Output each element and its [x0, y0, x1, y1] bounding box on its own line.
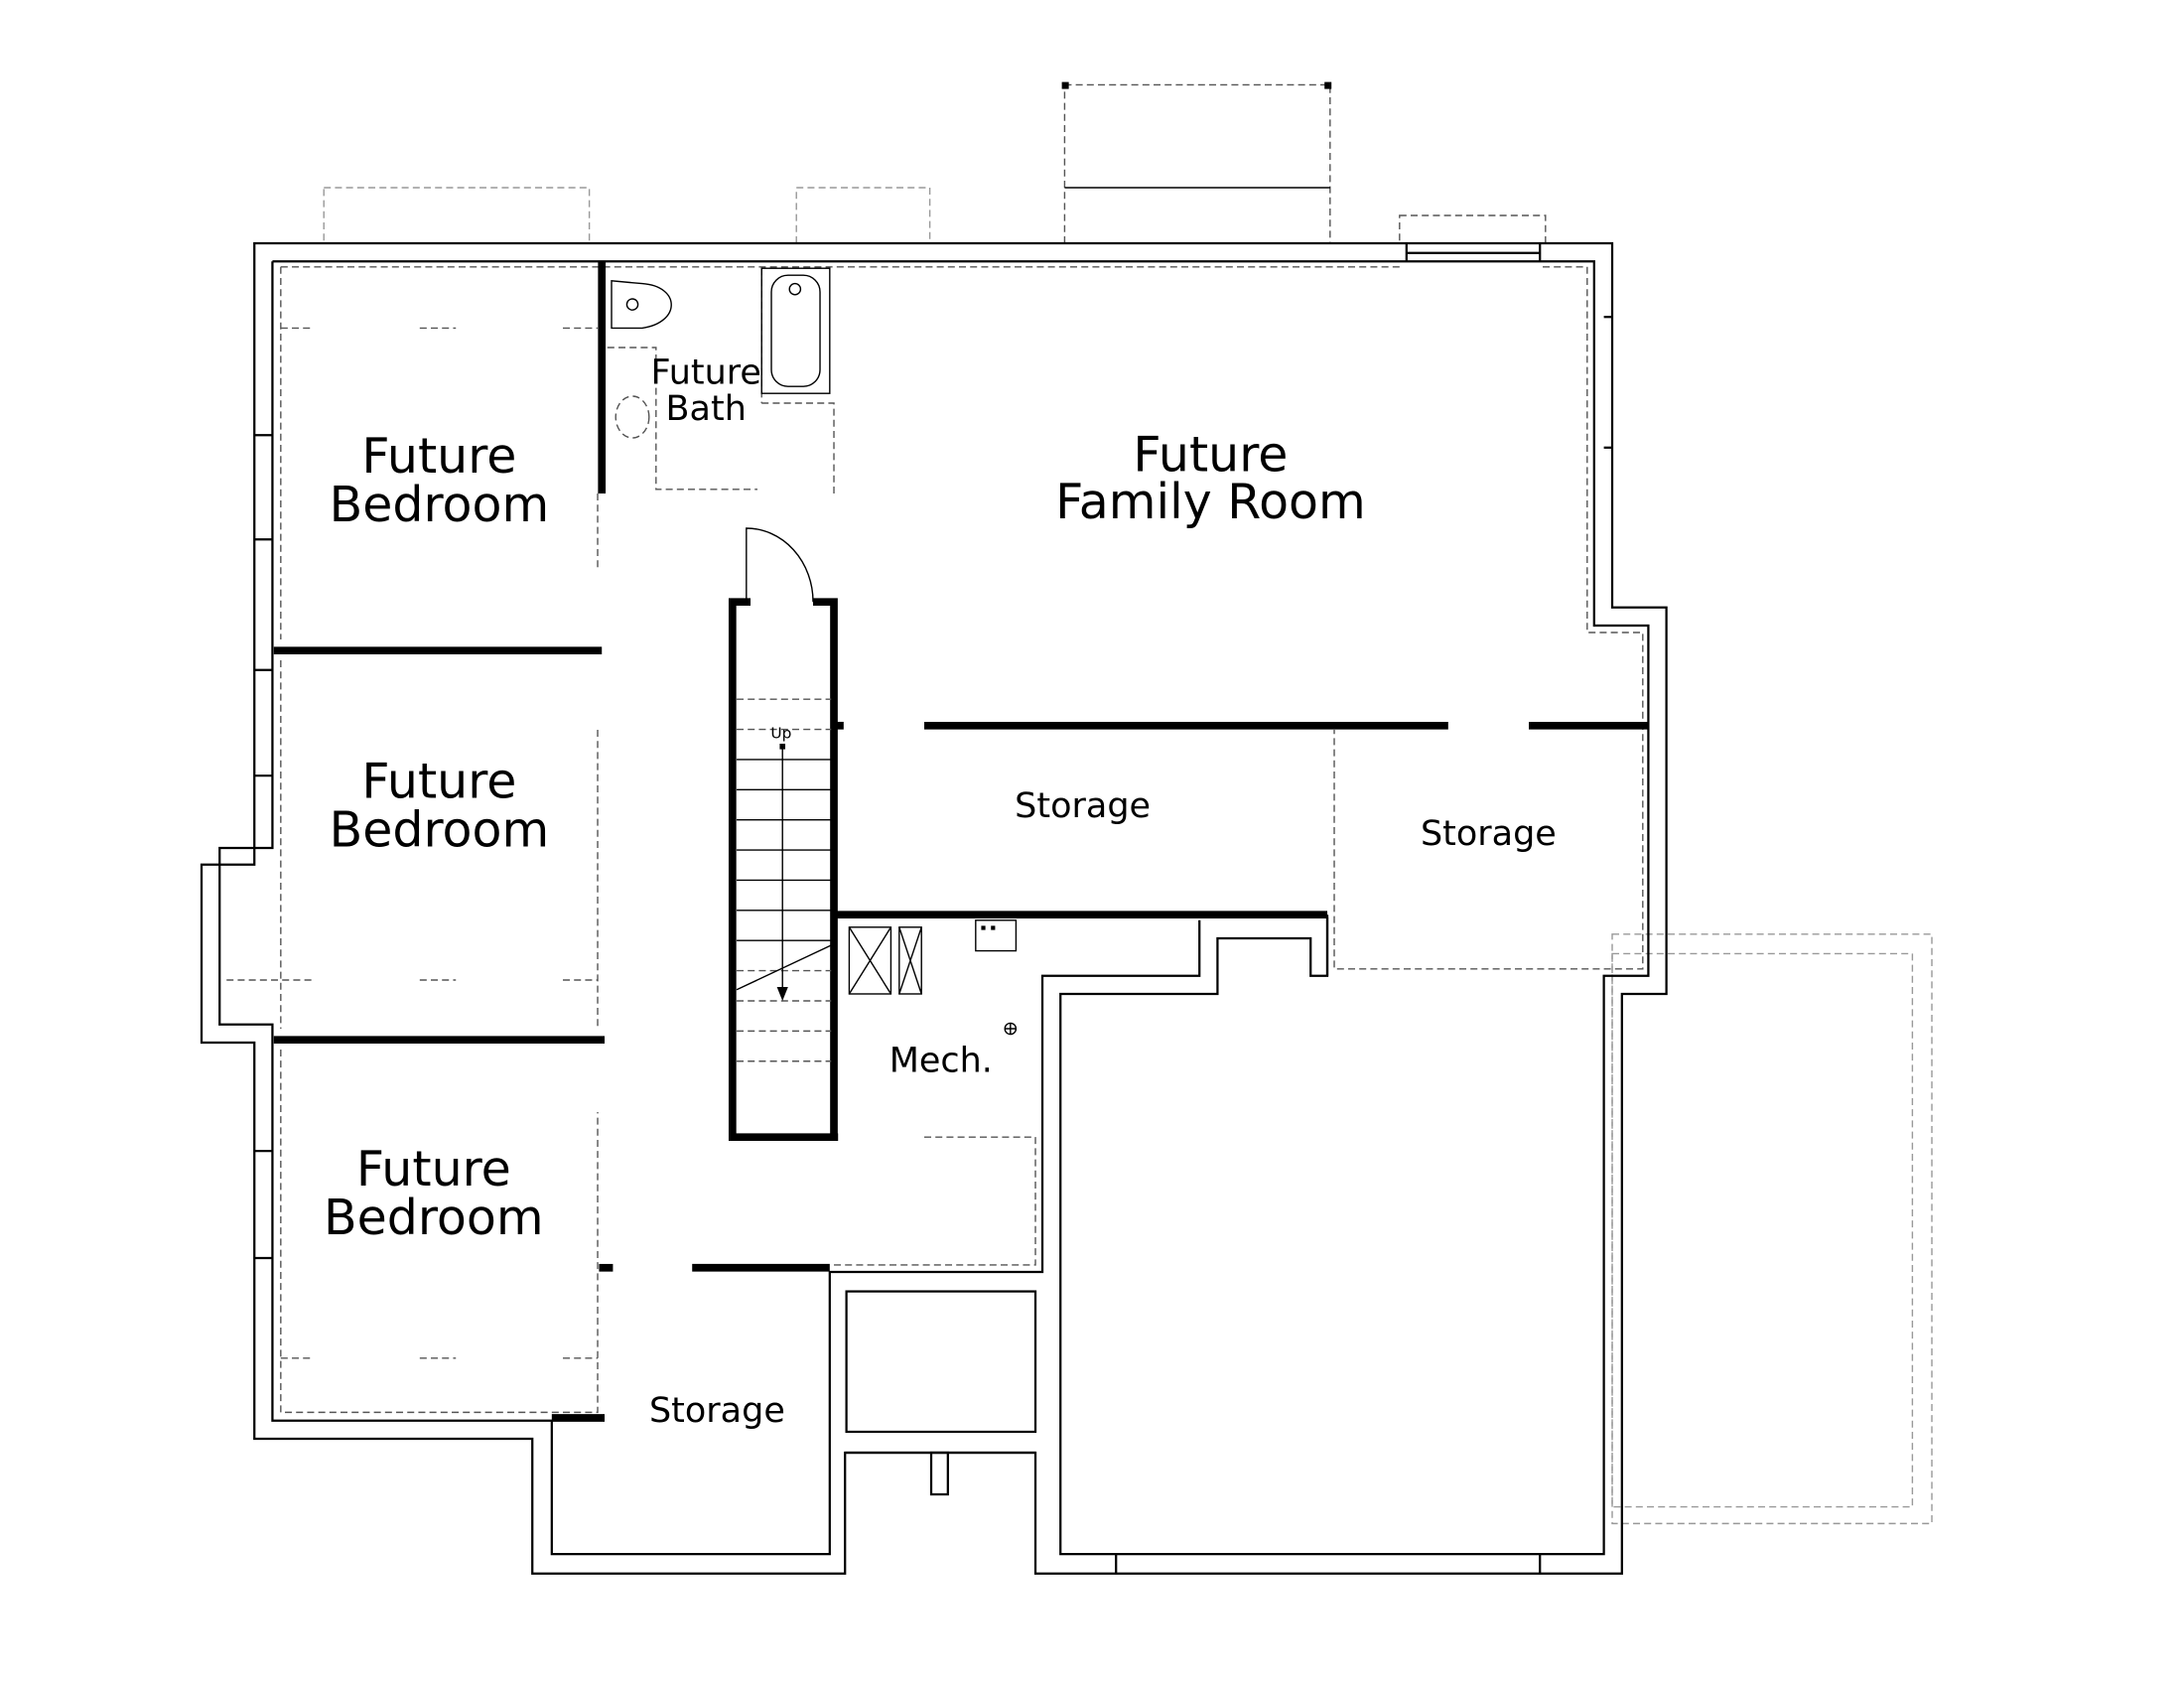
sink-icon [614, 395, 650, 439]
room-label-family-room: Future [1133, 427, 1288, 484]
room-label-storage-bottom: Storage [649, 1391, 785, 1431]
room-label-storage-right: Storage [1421, 814, 1557, 854]
fixtures [611, 267, 1018, 1036]
staircase: Up [736, 527, 832, 1062]
exterior-walls [200, 241, 1668, 1575]
room-label-bedroom-3-line2: Bedroom [324, 1190, 544, 1246]
room-label-bath: Future [651, 352, 761, 392]
stair-up-label: Up [770, 724, 791, 742]
room-label-bath-line2: Bath [666, 389, 747, 429]
room-label-storage-center: Storage [1015, 786, 1151, 826]
room-label-bedroom-3: Future [356, 1141, 511, 1197]
room-labels: Future Bedroom Future Bedroom Future Bed… [324, 352, 1557, 1431]
toilet-icon [611, 280, 672, 330]
electrical-panel-icon [975, 919, 1018, 952]
stair-door [746, 527, 814, 603]
bathtub-icon [760, 267, 831, 394]
room-label-mech: Mech. [889, 1041, 993, 1080]
room-label-bedroom-1: Future [361, 428, 516, 485]
room-label-bedroom-1-line2: Bedroom [330, 477, 550, 533]
room-label-bedroom-2: Future [361, 754, 516, 810]
interior-walls [273, 261, 1649, 1422]
stair-treads [737, 698, 832, 1062]
furnace-icon [848, 926, 892, 995]
water-heater-icon [898, 926, 922, 995]
room-label-bedroom-2-line2: Bedroom [330, 802, 550, 859]
room-label-family-room-line2: Family Room [1055, 474, 1366, 530]
